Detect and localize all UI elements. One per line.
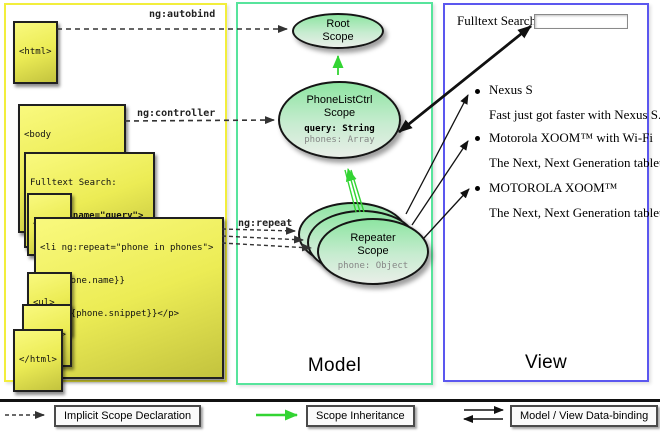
legend-inheritance-label: Scope Inheritance <box>306 405 415 427</box>
scope-type: Scope <box>323 107 356 119</box>
code-line: <li ng:repeat="phone in phones"> <box>40 243 214 253</box>
bullet-icon <box>475 186 480 191</box>
scope-prop-phones: phones: Array <box>304 135 375 145</box>
legend-implicit-label: Implicit Scope Declaration <box>54 405 202 427</box>
code-line: Fulltext Search: <box>30 178 117 188</box>
root-scope-ellipse: Root Scope <box>292 13 384 49</box>
fulltext-search-label: Fulltext Search: <box>457 13 540 28</box>
code-line: {{phone.name}} <box>49 276 125 286</box>
ng-controller-label: ng:controller <box>137 108 216 119</box>
code-line: <p>{{phone.snippet}}</p> <box>49 309 180 319</box>
code-box-html-open: <html> <box>13 21 58 84</box>
legend-binding-label: Model / View Data-binding <box>510 405 659 427</box>
bullet-icon <box>475 89 480 94</box>
code-box-html-close: </html> <box>13 329 63 392</box>
scope-type: Scope <box>322 31 354 43</box>
bullet-icon <box>475 136 480 141</box>
scope-type: Scope <box>357 244 389 257</box>
phonelistctrl-scope-ellipse: PhoneListCtrl Scope query: String phones… <box>278 81 401 159</box>
code-line: </html> <box>19 355 57 365</box>
model-panel: Model Root Scope PhoneListCtrl Scope que… <box>236 2 433 385</box>
legend-divider <box>0 399 660 402</box>
phone-item-title: Motorola XOOM™ with Wi-Fi <box>489 130 654 145</box>
scope-name: Root <box>326 18 350 30</box>
phone-item-title: MOTOROLA XOOM™ <box>489 180 618 195</box>
scope-name: PhoneListCtrl <box>306 94 373 106</box>
scope-name: Repeater <box>350 231 396 244</box>
scope-prop-phone: phone: Object <box>337 260 409 271</box>
phone-item-desc: The Next, Next Generation tablet. <box>489 155 660 170</box>
code-line: <body <box>24 130 52 140</box>
view-panel: View Fulltext Search: Nexus S Fast just … <box>443 3 660 382</box>
template-panel: Template <html> <body ng:controller= "Ph… <box>4 3 227 392</box>
phone-item-desc: Fast just got faster with Nexus S. <box>489 107 660 122</box>
repeater-scope-ellipse-front: Repeater Scope phone: Object <box>317 218 429 285</box>
ng-autobind-label: ng:autobind <box>149 9 216 20</box>
ng-repeat-label: ng:repeat <box>238 218 293 229</box>
scope-prop-query: query: String <box>304 124 375 134</box>
code-line: <ul> <box>33 298 55 308</box>
fulltext-search-input[interactable] <box>534 14 628 29</box>
code-line: <html> <box>19 47 52 57</box>
phone-item-desc: The Next, Next Generation tablet. <box>489 205 660 220</box>
phone-item-title: Nexus S <box>489 82 533 97</box>
view-panel-title: View <box>524 352 568 373</box>
model-panel-title: Model <box>307 355 362 376</box>
